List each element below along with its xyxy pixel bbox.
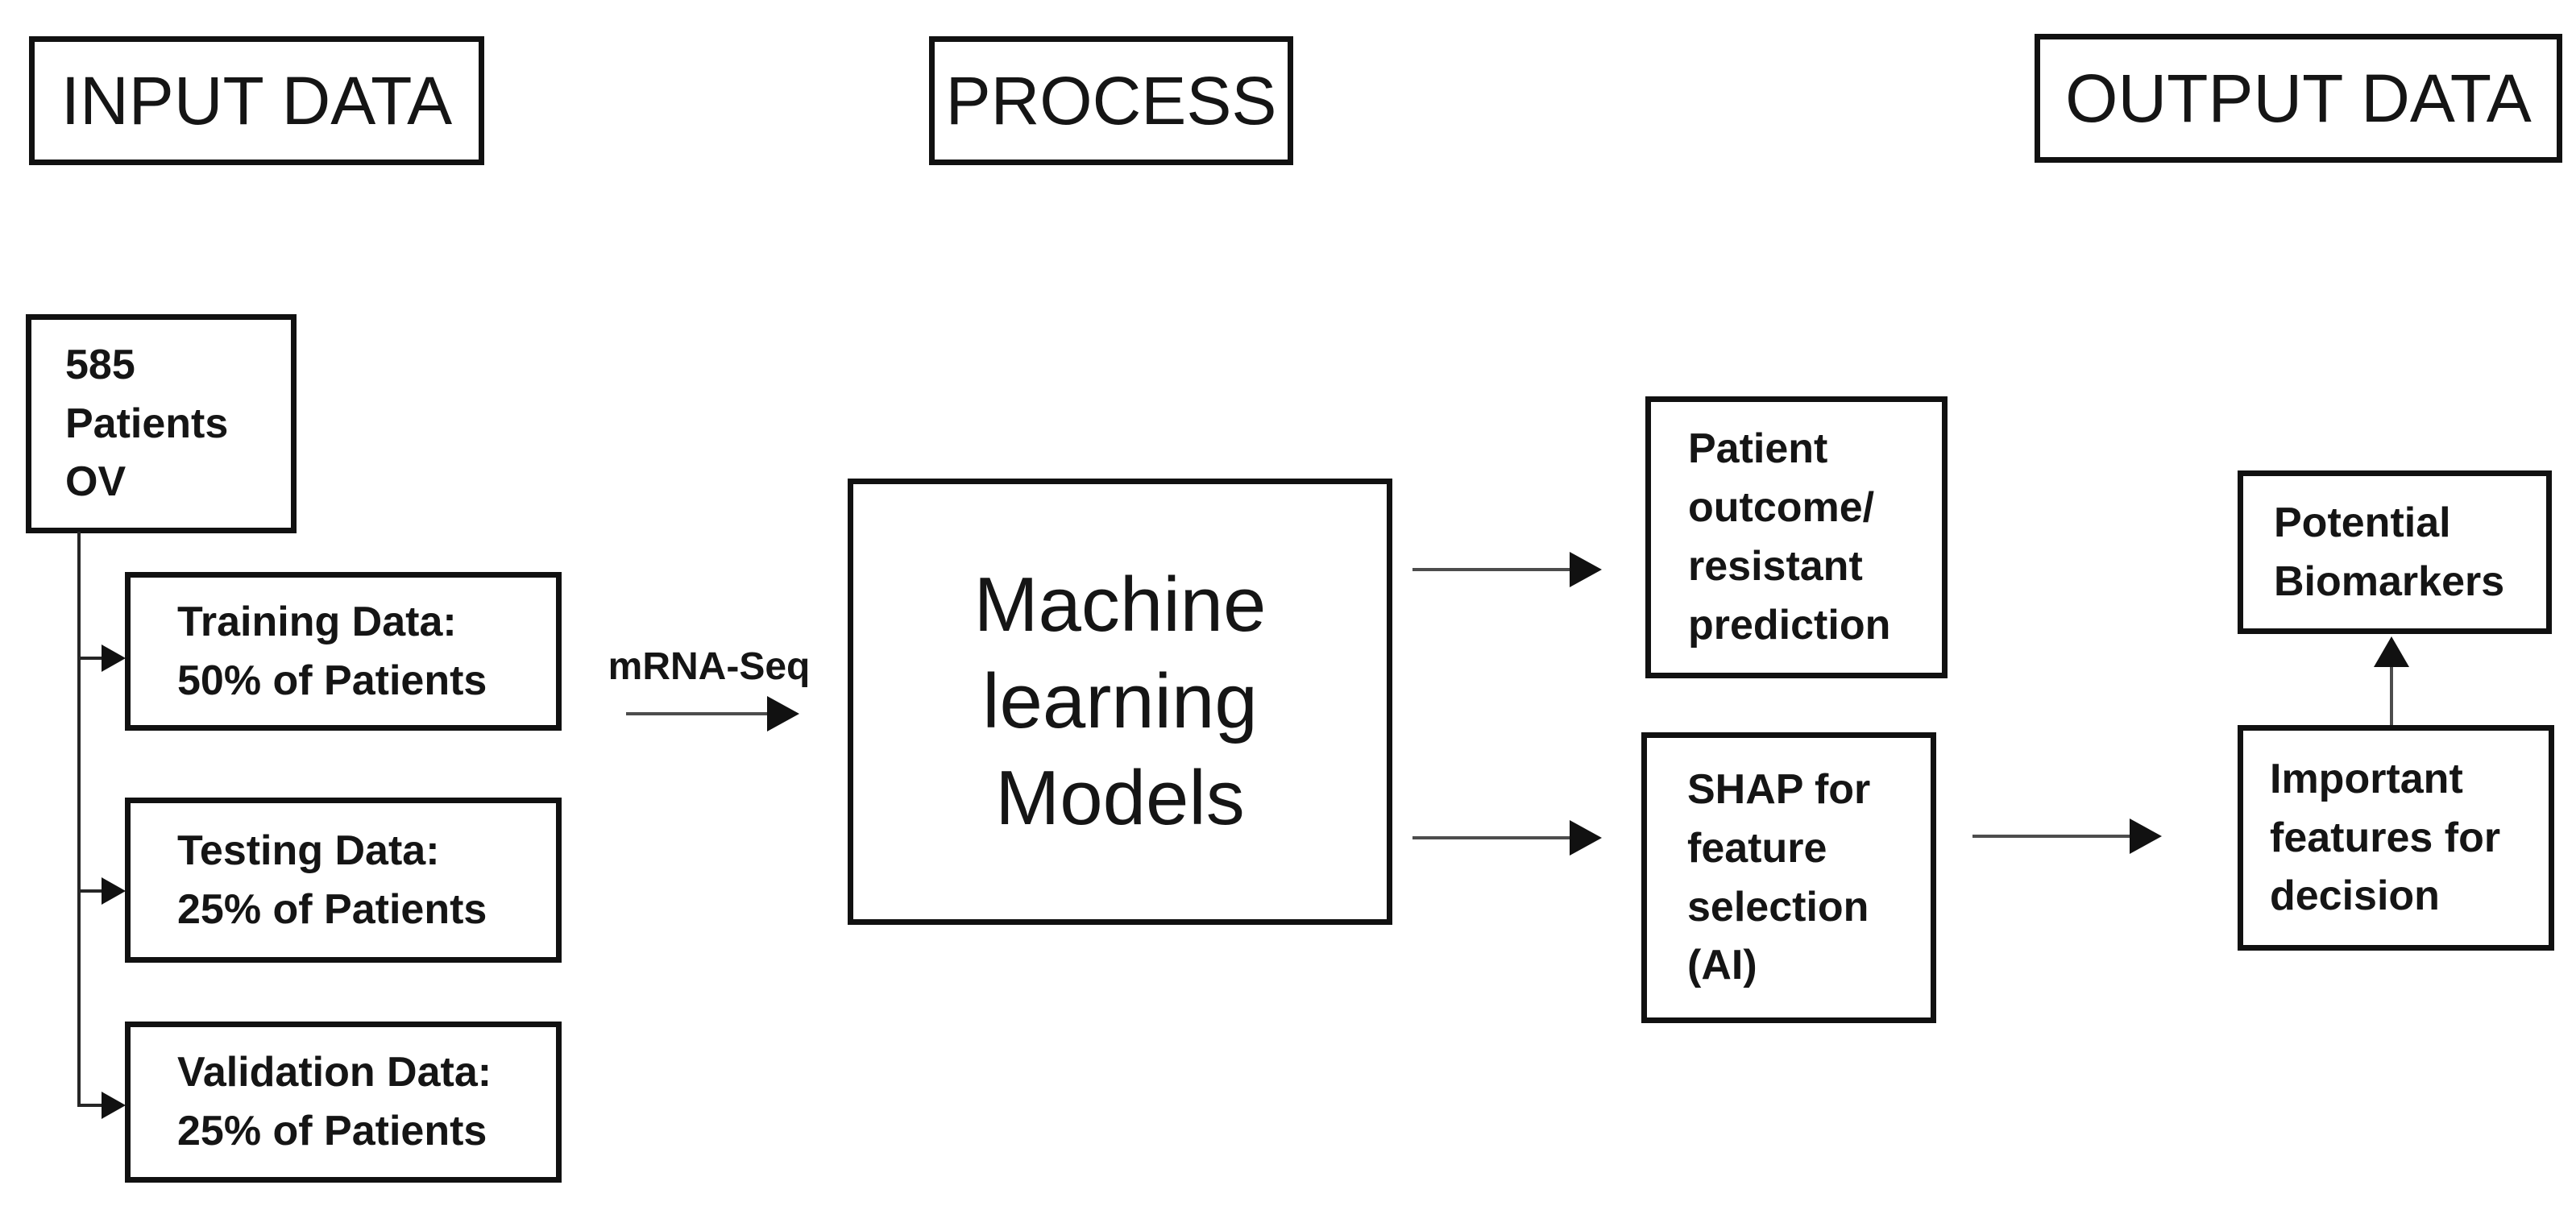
node-important-features: Important features for decision — [2238, 725, 2554, 951]
arrowhead-features-to-biomarkers — [2374, 636, 2409, 667]
node-potential-biomarkers-label: Potential Biomarkers — [2274, 499, 2505, 605]
arrow-ml-to-shap-line — [1412, 836, 1574, 839]
mrna-seq-label: mRNA-Seq — [608, 645, 811, 688]
header-output-data-label: OUTPUT DATA — [2065, 60, 2532, 136]
node-machine-learning-models: Machine learning Models — [848, 479, 1392, 925]
tree-branch-training-line — [79, 657, 103, 660]
header-output-data: OUTPUT DATA — [2035, 34, 2562, 163]
node-shap-label: SHAP for feature selection (AI) — [1687, 765, 1871, 989]
node-potential-biomarkers: Potential Biomarkers — [2238, 470, 2552, 634]
node-shap: SHAP for feature selection (AI) — [1641, 732, 1936, 1023]
arrowhead-training — [102, 644, 126, 672]
arrowhead-validation — [102, 1092, 126, 1119]
header-process: PROCESS — [929, 36, 1293, 165]
arrow-features-to-biomarkers-line — [2390, 664, 2393, 725]
tree-branch-validation-line — [79, 1104, 103, 1107]
node-patients-ov-label: 585 Patients OV — [65, 341, 229, 506]
arrowhead-ml-to-shap — [1570, 820, 1602, 856]
node-training-data-label: Training Data: 50% of Patients — [177, 598, 487, 704]
node-patient-outcome: Patient outcome/ resistant prediction — [1645, 396, 1948, 678]
header-process-label: PROCESS — [945, 62, 1277, 139]
node-testing-data: Testing Data: 25% of Patients — [125, 798, 562, 963]
node-validation-data-label: Validation Data: 25% of Patients — [177, 1049, 492, 1154]
tree-branch-testing-line — [79, 889, 103, 893]
tree-vertical-line — [77, 532, 81, 1107]
arrow-mrna-seq-line — [626, 712, 771, 715]
node-validation-data: Validation Data: 25% of Patients — [125, 1022, 562, 1183]
arrow-ml-to-outcome-line — [1412, 568, 1574, 571]
node-important-features-label: Important features for decision — [2270, 755, 2501, 920]
node-machine-learning-models-label: Machine learning Models — [973, 562, 1267, 841]
node-testing-data-label: Testing Data: 25% of Patients — [177, 827, 487, 933]
arrowhead-shap-to-features — [2130, 819, 2162, 854]
arrowhead-ml-to-outcome — [1570, 552, 1602, 587]
arrow-shap-to-features-line — [1972, 835, 2134, 838]
header-input-data-label: INPUT DATA — [60, 62, 453, 139]
node-training-data: Training Data: 50% of Patients — [125, 572, 562, 731]
node-patient-outcome-label: Patient outcome/ resistant prediction — [1688, 425, 1891, 649]
arrowhead-testing — [102, 877, 126, 905]
node-patients-ov: 585 Patients OV — [26, 314, 297, 533]
arrowhead-mrna-seq — [767, 696, 799, 731]
header-input-data: INPUT DATA — [29, 36, 484, 165]
